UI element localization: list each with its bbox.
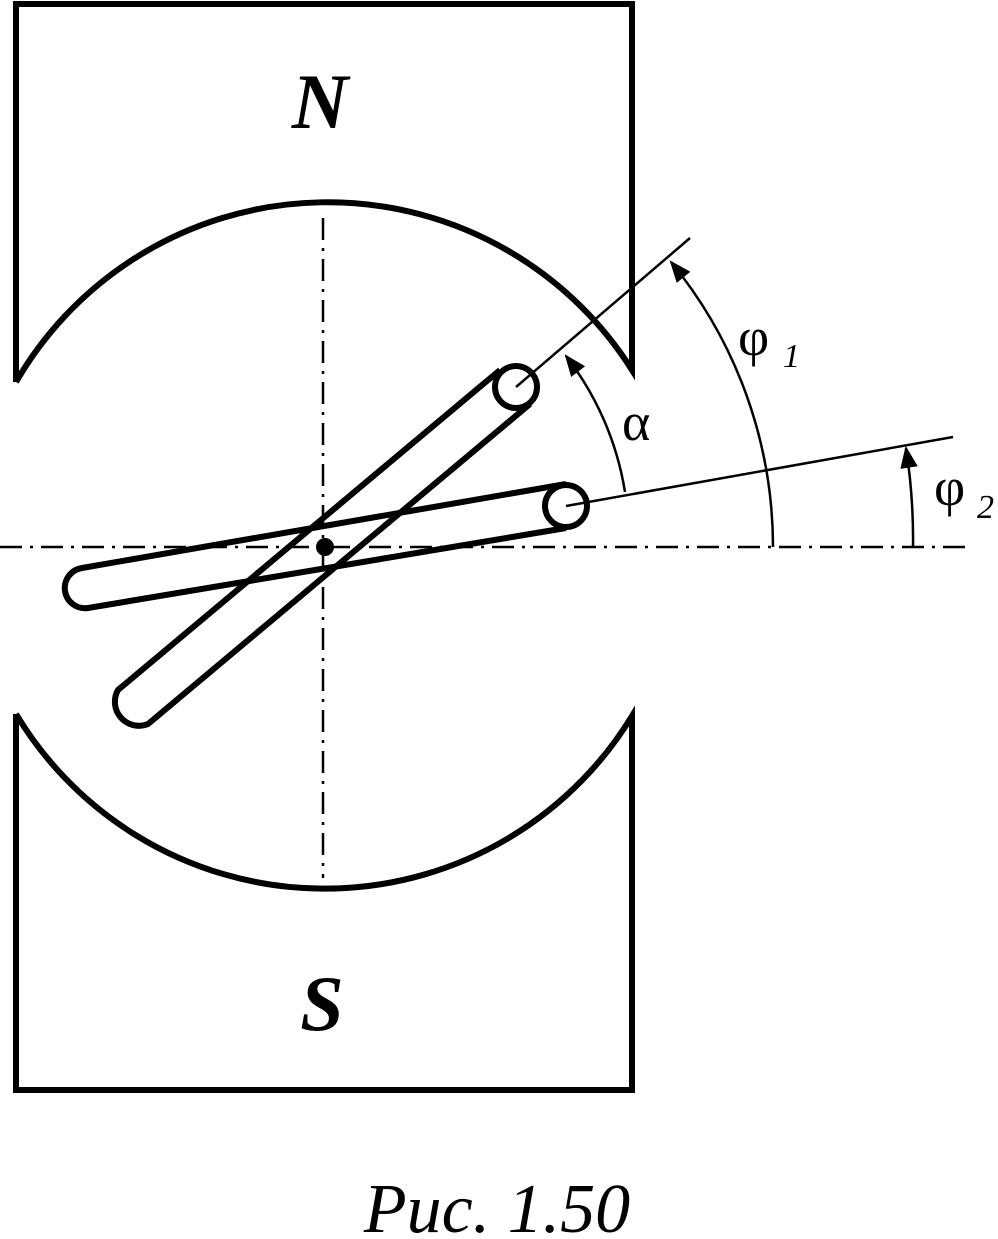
alpha-arc [564, 354, 627, 493]
svg-text:φ: φ [934, 457, 965, 517]
north-label: N [291, 58, 351, 145]
phi2-arc [900, 445, 918, 548]
alpha-label: α [622, 392, 650, 452]
coil1-axis-line [515, 237, 691, 388]
north-pole-piece [13, 1, 635, 384]
phi1-arc [669, 260, 775, 548]
phi1-label: φ 1 [738, 307, 800, 375]
svg-text:φ: φ [738, 307, 769, 367]
figure-caption: Рис. 1.50 [363, 1171, 630, 1239]
svg-text:2: 2 [977, 489, 994, 526]
svg-text:1: 1 [783, 338, 800, 375]
coil2-axis-line [565, 435, 954, 508]
south-label: S [300, 960, 343, 1047]
rotation-center [316, 538, 334, 556]
coil-2 [61, 481, 590, 612]
phi2-label: φ 2 [934, 457, 994, 526]
coil-1 [111, 363, 540, 729]
south-pole-piece [13, 705, 635, 1093]
